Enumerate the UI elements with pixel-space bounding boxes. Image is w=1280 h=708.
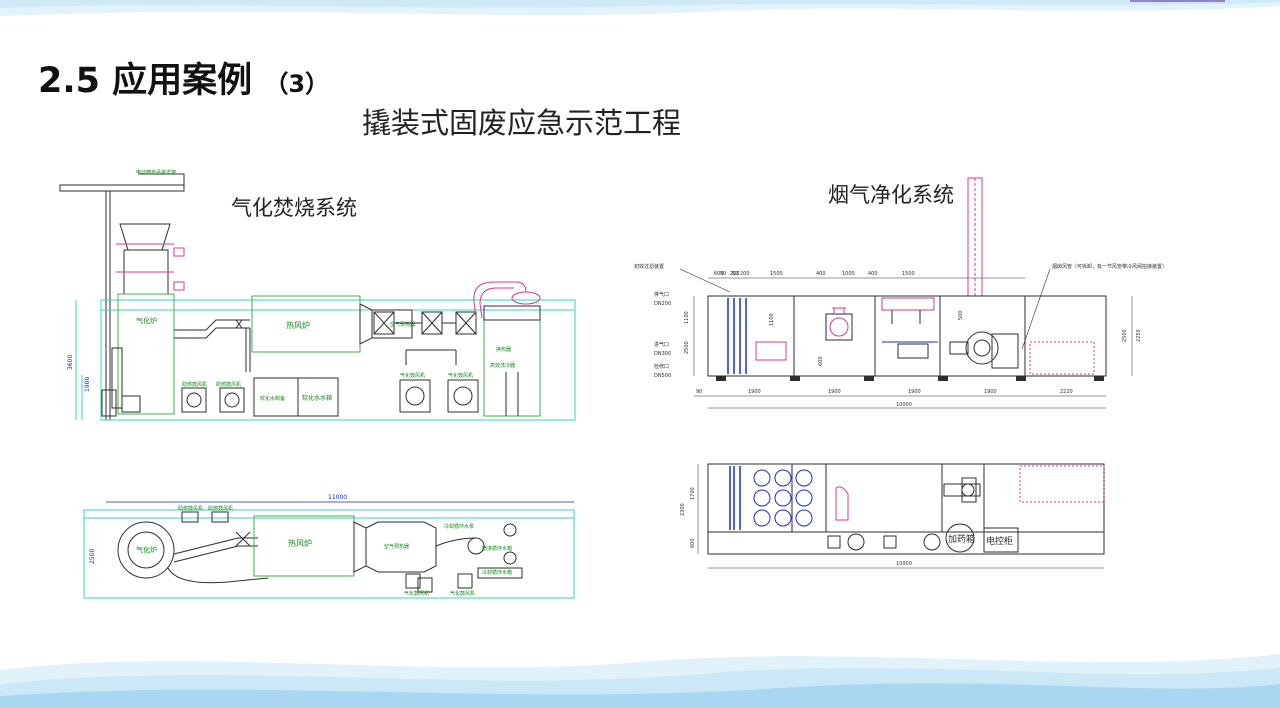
top-dims-label: 200 <box>730 271 740 277</box>
plan-label-spray-tank: 喷淋循环水箱 <box>482 545 512 552</box>
label-intake-port: 进气口 <box>654 341 669 348</box>
hot-air-furnace <box>251 295 413 353</box>
label-inspect-dn: DN500 <box>654 373 671 379</box>
top-dims-label: 1000 <box>842 271 855 277</box>
dim-side-v5: 500 <box>958 310 964 320</box>
plan-label-fan-a: 助燃鼓风机 <box>178 505 203 512</box>
left-section-label: 气化焚烧系统 <box>231 196 357 220</box>
filter-bag-grid <box>753 469 813 527</box>
label-gas-fan-b: 气化鼓风机 <box>448 372 473 379</box>
dim-height-2: 1900 <box>84 377 91 392</box>
label-quench-tower: 高效洗冷器 <box>490 362 515 369</box>
top-dims-label: 400 <box>868 271 878 277</box>
plan-label-cooling-pump: 冷却循环水泵 <box>444 523 474 530</box>
label-gasifier: 气化炉 <box>136 316 157 325</box>
top-dims-label: 1500 <box>902 271 915 277</box>
label-exhaust-dn: DN200 <box>654 301 671 307</box>
container-frame <box>707 295 1107 377</box>
top-dims-label: 50 <box>720 271 726 277</box>
plan-label-heater: 热风炉 <box>288 538 312 548</box>
bottom-dims-label: 2220 <box>1060 389 1073 395</box>
plan-label-air-preheater: 空气预热器 <box>384 543 409 550</box>
dim-plan-length: 11000 <box>328 494 347 501</box>
page-subtitle: 撬装式固废应急示范工程 <box>362 106 682 140</box>
gasification-fan-a <box>399 379 431 413</box>
bottom-dims-label: 90 <box>696 389 702 395</box>
label-pre-filter: 初效过滤装置 <box>634 263 664 270</box>
label-dosing-box: 加药箱 <box>948 533 975 545</box>
dim-plan-width: 2500 <box>89 549 96 564</box>
dim-side-h2: 2250 <box>1136 329 1142 342</box>
heat-exchanger-unit <box>483 305 541 417</box>
label-softener-equipment: 软化水制备 <box>260 395 285 402</box>
combustion-fan-a <box>181 387 207 413</box>
dim-side-h1: 2500 <box>1122 329 1128 342</box>
gasification-plan-drawing: 11000 2500 气化炉 热风炉 空气预热器 助燃鼓风机 助燃鼓风机 冷却循… <box>83 494 575 599</box>
label-exhaust-port: 排气口 <box>654 291 669 298</box>
gasifier-unit <box>101 223 185 417</box>
plan-gasifier <box>117 521 269 584</box>
label-fan-b: 助燃鼓风机 <box>216 381 241 388</box>
label-gas-fan-a: 气化鼓风机 <box>400 372 425 379</box>
scrubber-unit <box>825 297 938 359</box>
label-inspect-port: 检修口 <box>654 363 669 370</box>
page-title-text: 2.5 应用案例 <box>38 61 253 101</box>
softener-tank <box>297 377 339 417</box>
dim-side-v3: 2500 <box>684 341 690 354</box>
bottom-dims-label: 1900 <box>984 389 997 395</box>
label-heat-exchanger: 换热器 <box>496 346 511 353</box>
label-control-cabinet: 电控柜 <box>986 535 1013 547</box>
page-title: 2.5 应用案例 （3） <box>38 52 329 103</box>
dim-plan-w1: 1700 <box>690 487 696 500</box>
plan-label-gasifier: 气化炉 <box>136 545 157 554</box>
bottom-wave-decoration <box>0 654 1280 708</box>
dim-side-v2: 1100 <box>769 313 775 326</box>
plan-air-preheater <box>365 521 517 573</box>
label-air-preheater: 空气预热器 <box>390 321 415 328</box>
top-dims-label: 200 <box>740 271 750 277</box>
dim-plan-total: 10000 <box>896 561 912 567</box>
dim-height-1: 3600 <box>67 355 74 370</box>
dim-total: 10000 <box>896 402 912 408</box>
label-intake-dn: DN300 <box>654 351 671 357</box>
control-cabinet <box>983 527 1019 553</box>
purification-plan-drawing: 加药箱 电控柜 10000 1700 600 2300 <box>680 463 1105 569</box>
exhaust-stack <box>967 177 983 297</box>
dim-side-v4: 600 <box>818 356 824 366</box>
dim-plan-w2: 2300 <box>680 503 686 516</box>
label-exhaust-note: 烟囱风管（可拆卸，有一节风管带冷风阀拍接装置） <box>1052 263 1167 270</box>
plan-label-gas-fan-b: 气化鼓风机 <box>450 590 475 597</box>
bottom-dims-label: 1900 <box>828 389 841 395</box>
right-section-label: 烟气净化系统 <box>828 183 954 207</box>
top-dims-label: 600 <box>714 271 724 277</box>
gasification-fan-b <box>447 379 479 413</box>
label-heater: 热风炉 <box>286 320 310 330</box>
top-wave-decoration <box>0 0 1280 16</box>
page-title-number: （3） <box>264 70 330 98</box>
top-dims-label: 50 <box>732 271 738 277</box>
top-dims-label: 400 <box>816 271 826 277</box>
dim-plan-w3: 600 <box>690 538 696 548</box>
dim-side-v1: 1100 <box>684 311 690 324</box>
bottom-dimension-row: 90 1900 1900 1900 1900 2220 <box>696 389 1073 395</box>
induced-draft-fan <box>949 331 1019 369</box>
dosing-box <box>945 523 975 553</box>
plan-label-gas-fan-a: 气化鼓风机 <box>404 590 429 597</box>
top-dims-label: 1500 <box>770 271 783 277</box>
plan-label-fan-b: 助燃鼓风机 <box>208 505 233 512</box>
combustion-fan-b <box>219 387 245 413</box>
bottom-dims-label: 1900 <box>908 389 921 395</box>
plan-label-cooling-tank: 冷却循环水箱 <box>482 569 512 576</box>
bottom-dims-label: 1900 <box>748 389 761 395</box>
label-support: 电动葫芦吊装支架 <box>136 169 176 176</box>
label-softener-tank: 软化水水箱 <box>302 394 332 402</box>
hoist-support-frame <box>59 173 185 420</box>
gasification-elevation-drawing: 电动葫芦吊装支架 3600 1900 气化炉 热风炉 <box>59 169 576 421</box>
label-fan-a: 助燃鼓风机 <box>182 381 207 388</box>
air-preheater-unit <box>373 311 477 365</box>
